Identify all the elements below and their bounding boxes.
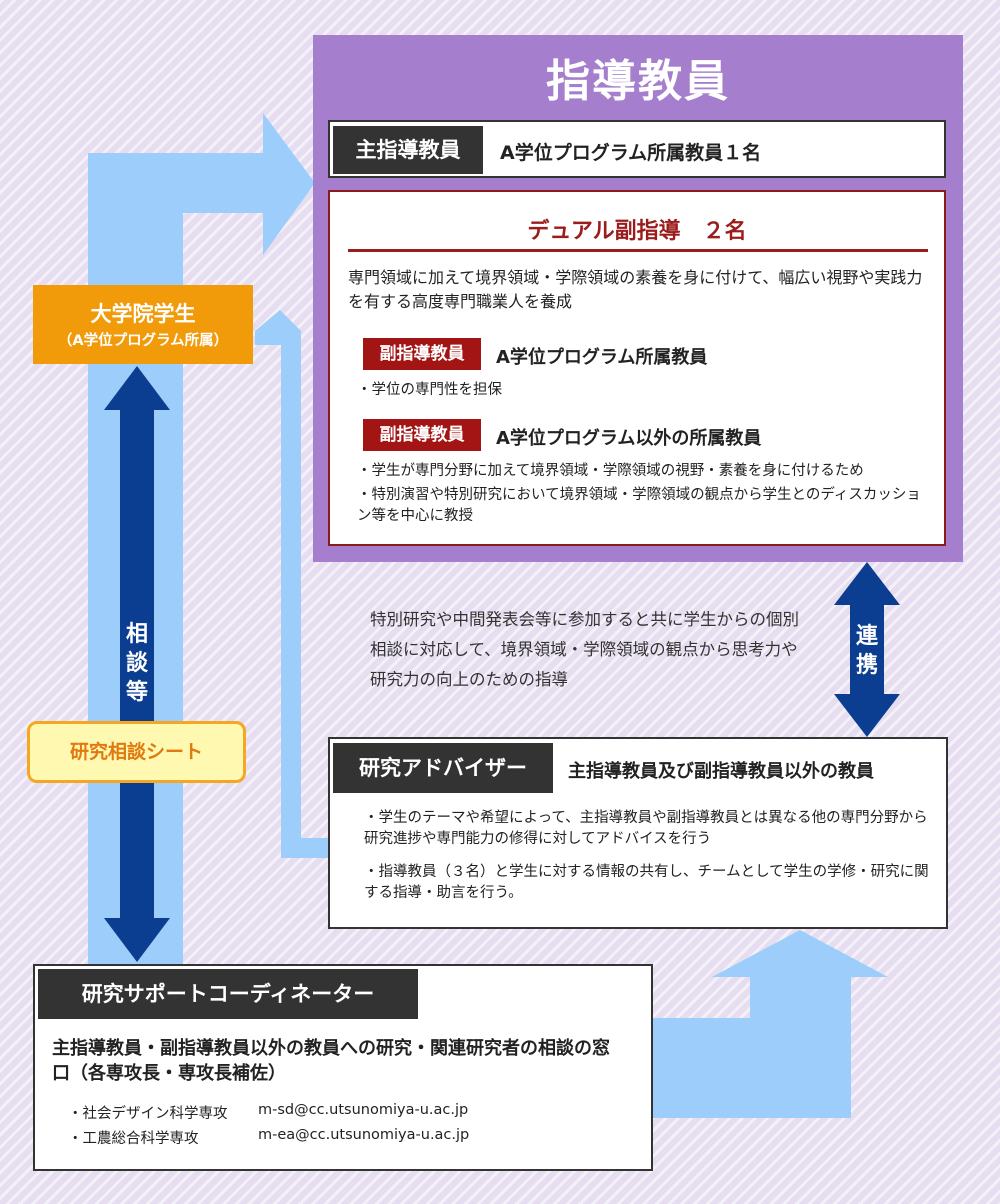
sub-advisor-bullet-2b: ・特別演習や特別研究において境界領域・学際領域の観点から学生とのディスカッション… [357,487,921,524]
sub-advisor-description-2: A学位プログラム以外の所属教員 [496,428,762,449]
contact-email-2[interactable]: m-ea@cc.utsunomiya-u.ac.jp [258,1127,470,1143]
advisor-to-student-arrow [255,310,328,858]
research-advisor-description: 主指導教員及び副指導教員以外の教員 [568,761,874,782]
dual-advisor-title: デュアル副指導 ２名 [527,219,747,244]
sub-advisor-tag-2: 副指導教員 [363,419,481,451]
consultation-sheet-badge: 研究相談シート [27,721,246,783]
student-program: （A学位プログラム所属） [57,333,229,349]
collab-label-char: 携 [855,653,878,678]
coordinator-tag: 研究サポートコーディネーター [38,969,418,1019]
collaboration-label: 連 携 [847,622,887,680]
advisor-bullet-2: ・指導教員（３名）と学生に対する情報の共有し、チームとして学生の学修・研究に関す… [364,864,929,901]
sub-advisor-bullet-2a: ・学生が専門分野に加えて境界領域・学際領域の視野・素養を身に付けるため [357,463,864,479]
main-advisor-description: A学位プログラム所属教員１名 [500,142,762,164]
advisor-bullet-1: ・学生のテーマや希望によって、主指導教員や副指導教員とは異なる他の専門分野から研… [364,810,928,847]
research-advisor-tag: 研究アドバイザー [333,743,553,793]
contact-dept-2: ・工農総合科学専攻 [68,1131,199,1147]
consult-label-char: 談 [125,651,148,676]
consult-label: 相 談 等 [117,620,157,707]
contact-dept-1: ・社会デザイン科学専攻 [68,1106,228,1122]
coordinator-description: 主指導教員・副指導教員以外の教員への研究・関連研究者の相談の窓口（各専攻長・専攻… [52,1038,610,1084]
dual-divider [348,249,928,252]
collab-label-char: 連 [855,624,878,649]
consult-label-char: 相 [125,622,148,647]
student-box [33,285,253,364]
sub-advisor-description-1: A学位プログラム所属教員 [496,347,708,368]
main-advisor-tag: 主指導教員 [333,126,483,174]
faculty-title: 指導教員 [546,56,730,107]
contact-email-1[interactable]: m-sd@cc.utsunomiya-u.ac.jp [258,1102,469,1118]
student-name: 大学院学生 [90,302,196,326]
collab-double-arrow [834,562,900,737]
consult-label-char: 等 [125,680,148,705]
consult-double-arrow [104,366,170,962]
coordinator-to-advisor-arrow [653,930,888,1118]
advisor-role-text: 特別研究や中間発表会等に参加すると共に学生からの個別相談に対応して、境界領域・学… [370,610,799,689]
dual-description: 専門領域に加えて境界領域・学際領域の素養を身に付けて、幅広い視野や実践力を有する… [348,268,923,311]
sub-advisor-bullet-1: ・学位の専門性を担保 [357,382,502,398]
sub-advisor-tag-1: 副指導教員 [363,338,481,370]
